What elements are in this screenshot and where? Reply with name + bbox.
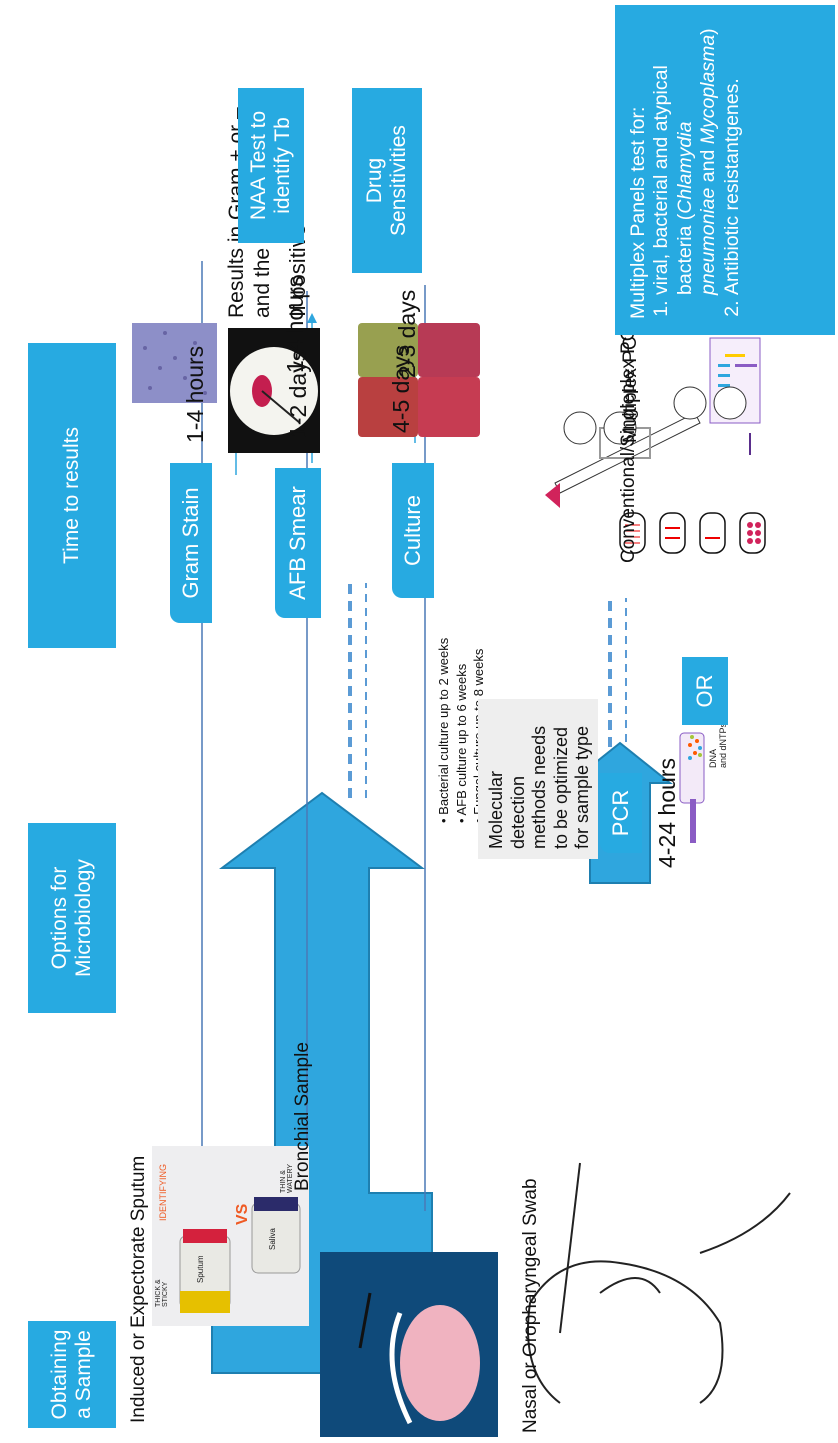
saliva-tube-label: Saliva: [268, 1228, 277, 1250]
swab-label: Nasal or Oropharyngeal Swab: [520, 1178, 541, 1433]
sens-time-label: 2-3 days: [394, 289, 420, 378]
pcr-box: PCR: [600, 773, 642, 853]
culture-box: Culture: [392, 463, 434, 598]
vs-label: VS: [234, 1203, 251, 1225]
multiplex-panel: Multiplex Panels test for: viral, bacter…: [615, 5, 835, 335]
sputum-label: Induced or Expectorate Sputum: [128, 1155, 149, 1423]
swab-sketch: [527, 1162, 791, 1404]
header-obtaining-sample: Obtaining a Sample: [28, 1321, 116, 1428]
culture-plate-image-1: [358, 377, 418, 437]
sputum-tube-label: Sputum: [196, 1255, 205, 1283]
afb-time-arrowhead: [307, 313, 317, 323]
culture-plate-image-2: [418, 377, 480, 437]
antigen-icon: [673, 386, 707, 420]
saliva-tube-cap: [254, 1197, 298, 1211]
gram-stain-box: Gram Stain: [170, 463, 212, 623]
pcr-tube: [679, 732, 705, 804]
multiplex-item-2: Antibiotic resistantgenes.: [721, 21, 744, 295]
multiplex-panel-title: Multiplex Panels test for:: [627, 106, 649, 319]
header-options-microbiology: Options for Microbiology: [28, 823, 116, 1013]
pcr-tube-lid: [690, 799, 696, 843]
or-box: OR: [682, 657, 728, 725]
header-time-to-results: Time to results: [28, 343, 116, 648]
gram-time-label: 1-4 hours: [182, 345, 208, 443]
drug-sensitivities-box: Drug Sensitivities: [352, 88, 422, 273]
naa-test-box: NAA Test to identify Tb: [238, 88, 304, 243]
multiplex-panel-list: viral, bacterial and atypical bacteria (…: [650, 21, 744, 319]
culture-bullet-1: • Bacterial culture up to 2 weeks: [436, 637, 451, 823]
culture-plate-image-4: [418, 323, 480, 377]
antibody-icon: [713, 386, 747, 420]
dna-label: DNA and dNTPs: [708, 722, 728, 768]
multiplex-item-1: viral, bacterial and atypical bacteria (…: [650, 21, 720, 295]
identifying-label: IDENTIFYING: [158, 1163, 168, 1221]
molecular-note-box: Molecular detection methods needs to be …: [478, 699, 598, 859]
culture-bullet-2: • AFB culture up to 6 weeks: [453, 663, 469, 823]
afb-smear-box: AFB Smear: [275, 468, 321, 618]
multiplex-strip-illustration: [545, 386, 766, 554]
bacteria-icon: [563, 411, 597, 445]
pcr-time-label: 4-24 hours: [654, 758, 680, 868]
thick-sticky-label: THICK & STICKY: [155, 1279, 169, 1307]
bronchial-label: Bronchial Sample: [292, 1042, 313, 1191]
culture-plate-image-3: [358, 323, 418, 377]
sputum-blob: [180, 1291, 230, 1313]
virus-icon: [603, 411, 637, 445]
sputum-tube-cap: [183, 1229, 227, 1243]
